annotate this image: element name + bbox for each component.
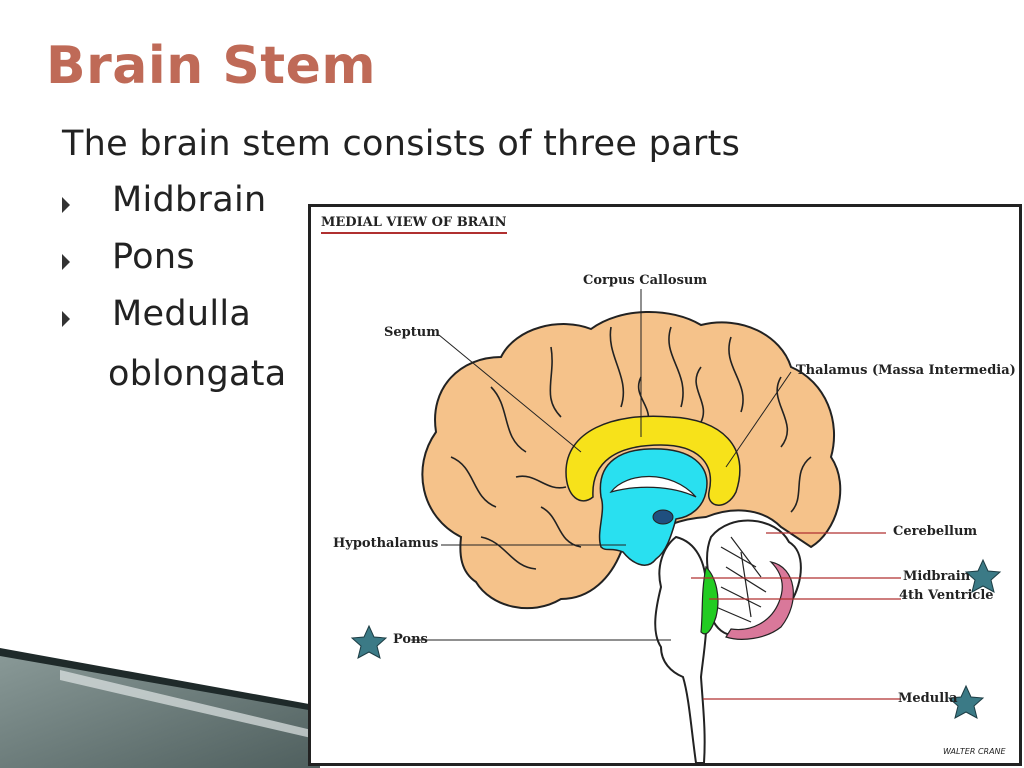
intro-text: The brain stem consists of three parts <box>62 124 740 164</box>
bullet-arrow-icon <box>62 254 70 270</box>
figure-title: MEDIAL VIEW OF BRAIN <box>321 215 507 234</box>
brain-illustration <box>311 207 1019 763</box>
bullet-continuation: oblongata <box>108 354 287 394</box>
slide-title: Brain Stem <box>46 36 376 96</box>
bullet-arrow-icon <box>62 311 70 327</box>
label-cerebellum: Cerebellum <box>893 524 977 539</box>
bullet-label: Medulla <box>112 294 251 334</box>
decorative-swoosh <box>0 640 320 768</box>
label-midbrain: Midbrain <box>903 569 970 584</box>
bullet-label: Midbrain <box>112 180 267 220</box>
label-thalamus: Thalamus (Massa Intermedia) <box>796 363 1016 378</box>
brain-diagram: MEDIAL VIEW OF BRAIN Corpus Callosum Sep… <box>308 204 1022 766</box>
artist-signature: WALTER CRANE <box>943 747 1006 756</box>
brainstem <box>655 537 707 763</box>
star-icon-pons <box>352 626 386 658</box>
label-pons: Pons <box>393 632 428 647</box>
label-septum: Septum <box>384 325 440 340</box>
bullet-label: Pons <box>112 237 195 277</box>
label-medulla: Medulla <box>898 691 958 706</box>
label-hypothalamus: Hypothalamus <box>333 536 438 551</box>
bullet-arrow-icon <box>62 197 70 213</box>
label-corpus-callosum: Corpus Callosum <box>583 273 707 288</box>
label-fourth-ventricle: 4th Ventricle <box>899 588 994 603</box>
